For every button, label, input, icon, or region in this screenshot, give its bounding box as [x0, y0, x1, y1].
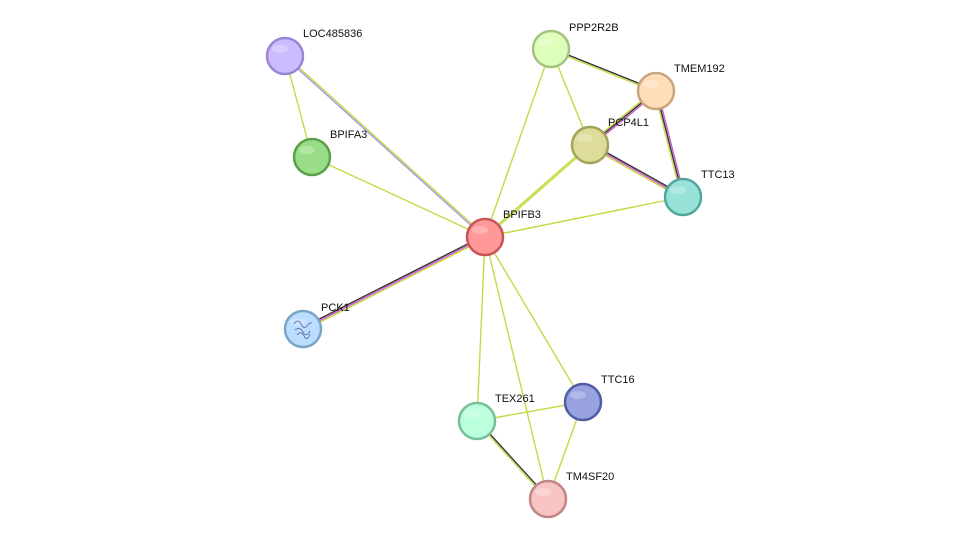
edge-strand: [311, 156, 486, 238]
node-tmem192[interactable]: TMEM192: [636, 63, 725, 111]
edge-PPP2R2B-BPIFB3[interactable]: [484, 48, 552, 238]
node-ttc13[interactable]: TTC13: [663, 169, 735, 217]
node-label: BPIFB3: [503, 209, 541, 221]
node-highlight: [577, 134, 593, 142]
node-circle[interactable]: [636, 71, 676, 111]
edge-LOC485836-BPIFB3[interactable]: [283, 54, 487, 239]
node-loc485836[interactable]: LOC485836: [265, 28, 362, 76]
edge-BPIFB3-TM4SF20[interactable]: [484, 236, 549, 500]
node-tm4sf20[interactable]: TM4SF20: [528, 471, 614, 519]
node-highlight: [272, 45, 288, 53]
edge-strand: [301, 234, 485, 329]
node-circle[interactable]: [465, 217, 505, 257]
edge-BPIFA3-BPIFB3[interactable]: [311, 156, 486, 238]
node-highlight: [472, 226, 488, 234]
node-tex261[interactable]: TEX261: [457, 393, 535, 441]
edge-strand: [483, 143, 591, 238]
edge-strand: [284, 54, 487, 238]
node-circle[interactable]: [528, 479, 568, 519]
node-pcp4l1[interactable]: PCP4L1: [570, 117, 649, 165]
node-circle[interactable]: [663, 177, 703, 217]
node-highlight: [643, 80, 659, 88]
node-circle[interactable]: [265, 36, 305, 76]
node-label: BPIFA3: [330, 129, 367, 141]
edge-strand: [484, 196, 684, 238]
node-highlight: [670, 186, 686, 194]
edge-strand: [303, 237, 487, 332]
edge-BPIFB3-TEX261[interactable]: [476, 236, 486, 422]
node-label: TMEM192: [674, 63, 725, 75]
node-circle[interactable]: [457, 401, 497, 441]
edge-strand: [484, 236, 549, 500]
node-highlight: [290, 318, 306, 326]
edge-strand: [484, 144, 592, 239]
node-highlight: [570, 391, 586, 399]
edge-BPIFB3-PCK1[interactable]: [301, 234, 487, 332]
edge-strand: [476, 236, 486, 422]
edge-strand: [302, 236, 486, 330]
node-circle[interactable]: [531, 29, 571, 69]
edge-BPIFB3-TTC16[interactable]: [484, 236, 584, 403]
edge-TTC13-BPIFB3[interactable]: [484, 196, 684, 238]
node-label: PCK1: [321, 302, 350, 314]
node-highlight: [535, 488, 551, 496]
node-label: PPP2R2B: [569, 22, 619, 34]
node-circle[interactable]: [563, 382, 603, 422]
edge-PCP4L1-BPIFB3[interactable]: [483, 143, 592, 239]
edge-strand: [283, 55, 486, 239]
node-highlight: [464, 410, 480, 418]
node-label: TTC16: [601, 374, 635, 386]
node-highlight: [538, 38, 554, 46]
node-circle[interactable]: [570, 125, 610, 165]
node-pck1[interactable]: PCK1: [283, 302, 350, 349]
node-bpifb3[interactable]: BPIFB3: [465, 209, 541, 257]
node-circle[interactable]: [292, 137, 332, 177]
edge-strand: [484, 236, 584, 403]
node-circle[interactable]: [283, 309, 323, 349]
node-ttc16[interactable]: TTC16: [563, 374, 635, 422]
node-label: TEX261: [495, 393, 535, 405]
node-label: PCP4L1: [608, 117, 649, 129]
edge-strand: [484, 48, 552, 238]
node-bpifa3[interactable]: BPIFA3: [292, 129, 367, 177]
node-ppp2r2b[interactable]: PPP2R2B: [531, 22, 619, 69]
node-highlight: [299, 146, 315, 154]
protein-structure-icon: [293, 320, 313, 340]
node-label: TTC13: [701, 169, 735, 181]
node-label: LOC485836: [303, 28, 362, 40]
node-label: TM4SF20: [566, 471, 614, 483]
